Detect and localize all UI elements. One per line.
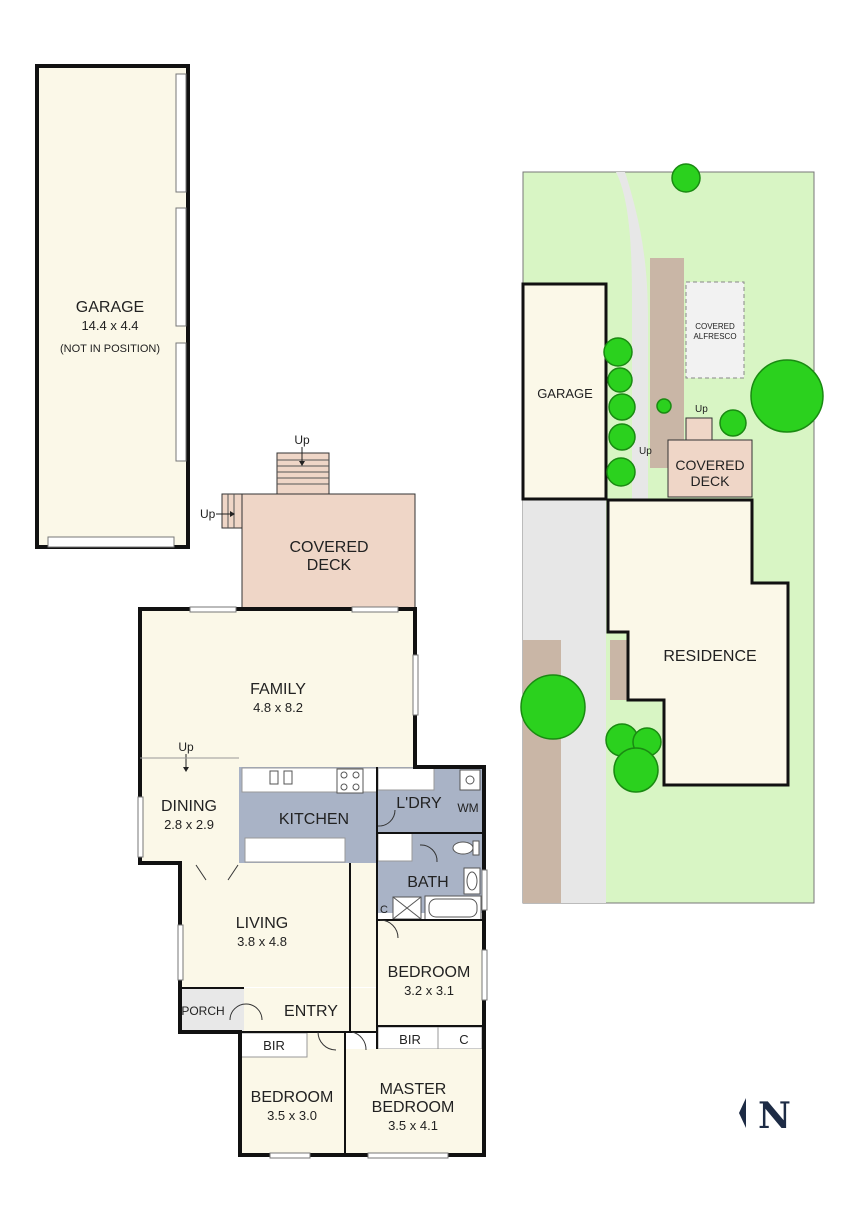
- garage-note: (NOT IN POSITION): [60, 343, 160, 355]
- bedroom-3-name: BEDROOM: [251, 1089, 334, 1106]
- site-deck-label-line2: DECK: [691, 473, 731, 489]
- dining-name: DINING: [161, 798, 217, 815]
- bedroom-2-bir-label: BIR: [399, 1032, 421, 1047]
- basin-icon: [463, 867, 481, 895]
- site-trees: [520, 163, 824, 793]
- site-alfresco-label-line2: ALFRESCO: [693, 332, 736, 341]
- bedroom-3-dimensions: 3.5 x 3.0: [267, 1108, 317, 1123]
- kitchen-name: KITCHEN: [279, 811, 349, 828]
- sink-icon: [269, 770, 293, 785]
- master-bedroom-line2: BEDROOM: [372, 1099, 455, 1116]
- covered-deck-label-line1: COVERED: [289, 539, 368, 556]
- compass-north-label: N: [758, 1095, 791, 1137]
- site-deck-side-up-label: Up: [639, 446, 652, 457]
- site-garage-label: GARAGE: [537, 386, 593, 401]
- bath-cupboard-label: C: [380, 904, 388, 916]
- living-name: LIVING: [236, 915, 288, 932]
- deck-stair-up-label: Up: [294, 433, 310, 447]
- cooktop-icon: [336, 768, 364, 794]
- site-deck-label-line1: COVERED: [675, 457, 744, 473]
- garage-name: GARAGE: [76, 299, 144, 316]
- bathtub-icon: [424, 895, 482, 921]
- garage-dimensions: 14.4 x 4.4: [81, 318, 138, 333]
- master-bedroom-line1: MASTER: [380, 1081, 447, 1098]
- garage-block: GARAGE 14.4 x 4.4 (NOT IN POSITION): [35, 64, 190, 549]
- site-alfresco-label-line1: COVERED: [695, 322, 735, 331]
- toilet-icon: [452, 840, 480, 856]
- shower-icon: [392, 896, 422, 920]
- tub-icon: [459, 769, 481, 791]
- bedroom-2-dimensions: 3.2 x 3.1: [404, 983, 454, 998]
- porch-name: PORCH: [181, 1004, 224, 1018]
- master-bedroom-dimensions: 3.5 x 4.1: [388, 1118, 438, 1133]
- living-dimensions: 3.8 x 4.8: [237, 934, 287, 949]
- bedroom-3-bir-label: BIR: [263, 1038, 285, 1053]
- deck-side-stair-up-label: Up: [200, 507, 216, 521]
- family-name: FAMILY: [250, 681, 306, 698]
- bath-name: BATH: [407, 874, 448, 891]
- family-dimensions: 4.8 x 8.2: [253, 700, 303, 715]
- site-residence-label: RESIDENCE: [663, 648, 756, 665]
- north-arrow-icon: N: [739, 1095, 791, 1137]
- site-deck-up-label: Up: [695, 404, 708, 415]
- covered-deck-block: Up Up COVERED DECK: [200, 433, 416, 610]
- bedroom-2-name: BEDROOM: [388, 964, 471, 981]
- bedroom-2-cupboard-label: C: [459, 1032, 468, 1047]
- laundry-name: L'DRY: [396, 795, 442, 812]
- site-plan: COVERED ALFRESCO GARAGE COVERED DECK Up …: [520, 163, 824, 904]
- house-block: Up FAMILY 4.8 x 8.2 DINING 2.8 x 2.9 KIT…: [137, 606, 488, 1159]
- entry-name: ENTRY: [284, 1003, 338, 1020]
- dining-dimensions: 2.8 x 2.9: [164, 817, 214, 832]
- family-step-up-label: Up: [178, 740, 194, 754]
- washing-machine-label: WM: [457, 801, 478, 815]
- covered-deck-label-line2: DECK: [307, 557, 352, 574]
